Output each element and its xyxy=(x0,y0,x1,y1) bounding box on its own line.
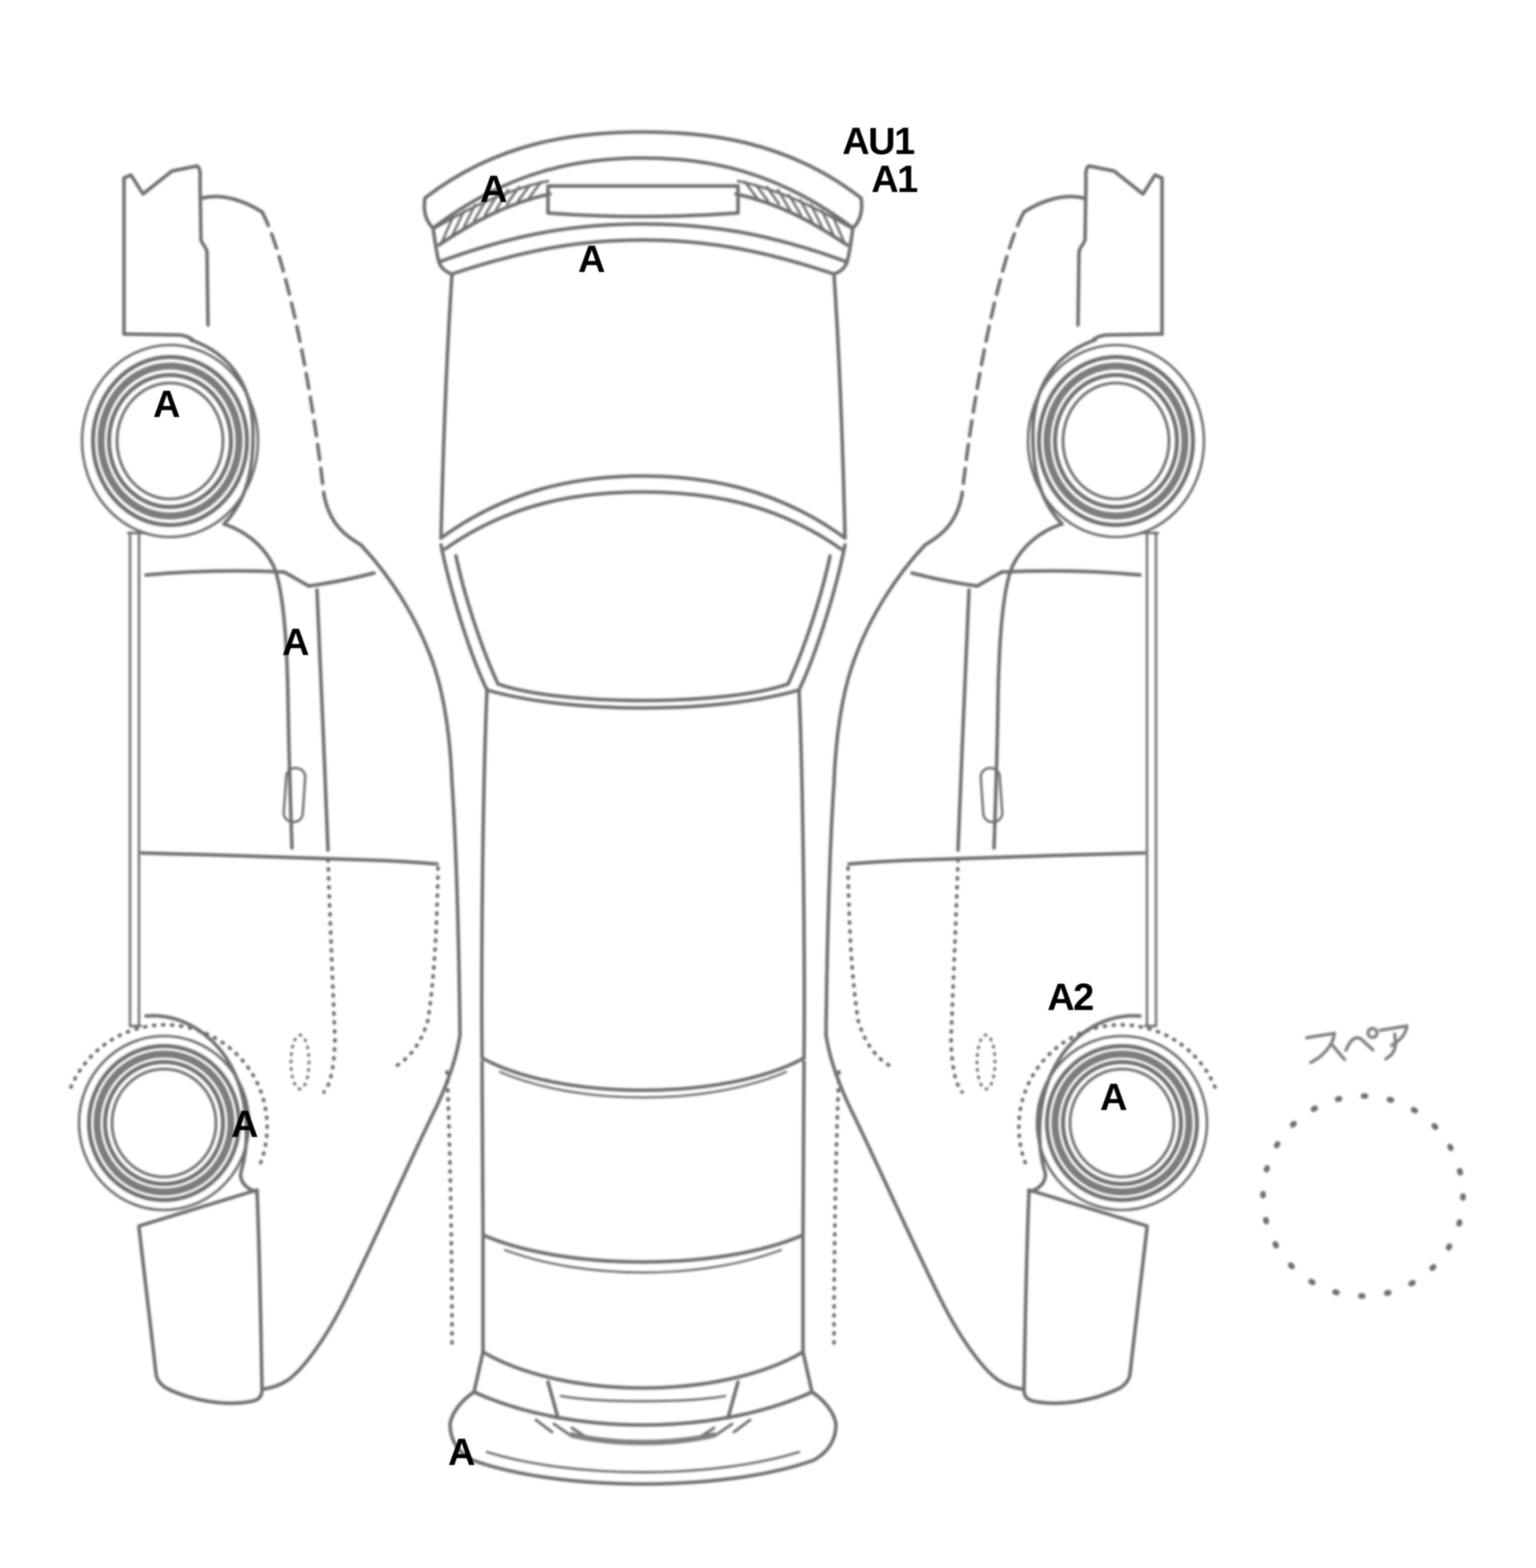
svg-text:A: A xyxy=(153,384,180,426)
svg-text:A2: A2 xyxy=(1047,977,1093,1019)
svg-text:A: A xyxy=(1100,1077,1127,1119)
svg-text:A1: A1 xyxy=(871,159,918,201)
svg-text:A: A xyxy=(231,1104,258,1146)
svg-text:AU1: AU1 xyxy=(842,121,915,163)
svg-text:A: A xyxy=(480,169,507,211)
svg-text:A: A xyxy=(578,239,605,281)
svg-text:A: A xyxy=(448,1432,475,1474)
svg-text:A: A xyxy=(282,622,309,664)
